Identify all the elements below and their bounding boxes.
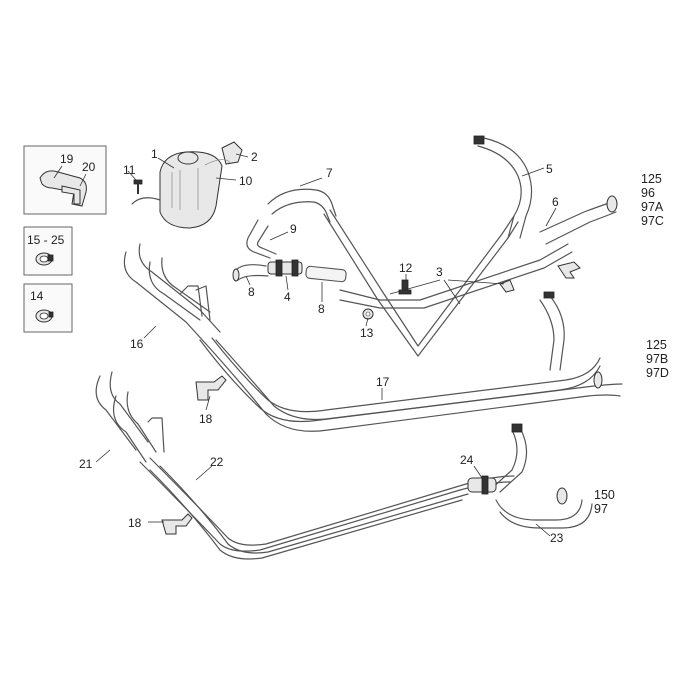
variant-2-line-2: 97B [646,352,668,366]
clip-3-right [499,261,581,293]
variant-1-line-3: 97A [641,200,664,214]
hose-8-right [305,265,347,283]
callout-12: 12 [399,261,413,275]
hose-21 [95,371,165,463]
connector-4 [267,259,303,277]
callout-18-lower: 18 [128,516,142,530]
bracket-18-lower [161,513,193,535]
callout-9: 9 [290,222,297,236]
inset-box-clamp-14: 14 [23,283,73,333]
variant-3-line-2: 97 [594,502,608,516]
hose-24-connector [467,423,528,495]
callout-24: 24 [460,453,474,467]
variant-3-line-1: 150 [594,488,615,502]
expansion-tank [131,141,243,229]
variant-2-line-1: 125 [646,338,667,352]
hose-7 [267,188,337,223]
callout-11: 11 [123,163,136,177]
callout-17: 17 [376,375,390,389]
bracket-18-upper [195,375,227,401]
pipe-3 [323,209,573,357]
hose-22 [139,457,515,560]
hose-6 [539,195,618,245]
callout-8-right: 8 [318,302,325,316]
nut-13 [362,308,374,320]
variant-1-line-1: 125 [641,172,662,186]
variant-group-2: 125 97B 97D [646,338,669,380]
variant-1-line-4: 97C [641,214,664,228]
callout-2: 2 [251,150,258,164]
inset-box-clamp-15-25: 15 - 25 [23,226,73,276]
callout-20: 20 [82,160,96,174]
callout-6: 6 [552,195,559,209]
callout-15-25: 15 - 25 [27,233,65,247]
hose-9 [246,219,277,259]
bolt-12 [398,279,412,295]
callout-10: 10 [239,174,253,188]
callout-7: 7 [326,166,333,180]
callout-14: 14 [30,289,44,303]
callout-3: 3 [436,265,443,279]
variant-group-1: 125 96 97A 97C [641,172,664,228]
callout-4: 4 [284,290,291,304]
callout-23: 23 [550,531,564,545]
hose-16 [123,243,221,345]
callout-22: 22 [210,455,224,469]
screw-11 [133,179,143,194]
callout-13: 13 [360,326,374,340]
hose-8-left [232,264,269,282]
hose-17 [199,291,623,432]
variant-1-line-2: 96 [641,186,655,200]
callout-16: 16 [130,337,144,351]
callout-8-left: 8 [248,285,255,299]
callout-5: 5 [546,162,553,176]
variant-2-line-3: 97D [646,366,669,380]
callout-21: 21 [79,457,93,471]
inset-box-bracket-19-20: 19 20 [23,145,107,215]
callout-19: 19 [60,152,74,166]
hose-5 [473,135,533,239]
variant-group-3: 150 97 [594,488,615,516]
callout-18-upper: 18 [199,412,213,426]
callout-1: 1 [151,147,158,161]
hose-23 [495,487,593,529]
